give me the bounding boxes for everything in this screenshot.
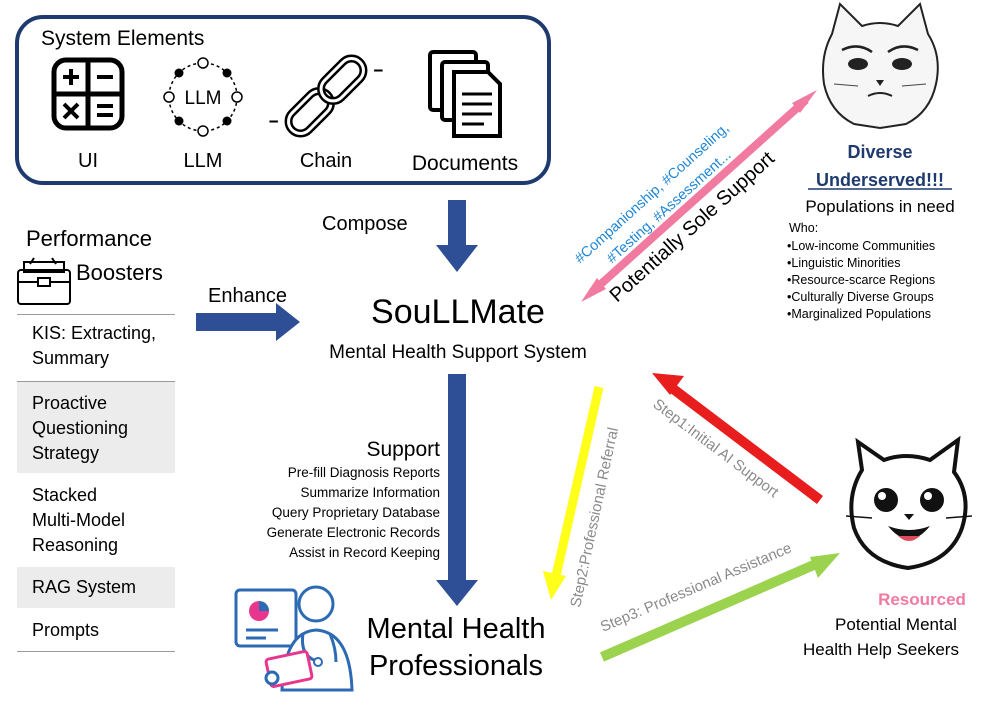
- boosters-title-line1: Performance: [26, 226, 152, 251]
- professionals-line1: Mental Health: [367, 613, 546, 645]
- compose-arrow: [436, 200, 478, 272]
- booster-item-kis: KIS: Extracting, Summary: [17, 321, 175, 371]
- professionals-line2: Professionals: [369, 650, 543, 682]
- booster-line: Questioning: [32, 418, 129, 438]
- system-item-label-ui: UI: [78, 150, 98, 172]
- booster-item-prompts: Prompts: [17, 618, 175, 643]
- booster-line: Stacked: [32, 485, 98, 505]
- underserved-sub: Populations in need: [805, 197, 954, 216]
- grumpy-cat-image: [822, 2, 939, 130]
- booster-line: Reasoning: [32, 535, 119, 555]
- support-item: Summarize Information: [300, 485, 440, 500]
- booster-divider: [17, 314, 175, 315]
- underserved-group: •Marginalized Populations: [787, 307, 931, 321]
- happy-cat-image: [845, 435, 973, 571]
- system-item-label-documents: Documents: [412, 152, 518, 175]
- support-item: Assist in Record Keeping: [289, 545, 440, 560]
- documents-icon: [428, 50, 502, 138]
- booster-line: KIS: Extracting,: [32, 323, 157, 343]
- sole-support-tags-line1: #Companionship, #Counseling,: [572, 120, 732, 267]
- enhance-label: Enhance: [208, 285, 287, 307]
- support-arrow: [436, 374, 478, 606]
- underserved-line1: Diverse: [847, 142, 912, 162]
- boosters-title-line2: Boosters: [76, 260, 163, 285]
- step1-arrow: [652, 373, 824, 504]
- underserved-line2: Underserved!!!: [816, 170, 944, 190]
- booster-divider: [17, 381, 175, 382]
- booster-item-proactive: Proactive Questioning Strategy: [17, 382, 175, 473]
- booster-item-stacked: Stacked Multi-Model Reasoning: [17, 483, 175, 558]
- underserved-group: •Resource-scarce Regions: [787, 273, 935, 287]
- llm-network-icon: LLM: [163, 57, 243, 137]
- system-item-label-llm: LLM: [184, 150, 223, 172]
- booster-line: Summary: [32, 348, 110, 368]
- llm-icon-text: LLM: [185, 88, 222, 109]
- enhance-arrow: [196, 303, 300, 341]
- compose-label: Compose: [322, 213, 408, 235]
- system-elements-frame: [15, 15, 551, 185]
- booster-line: RAG System: [32, 577, 137, 597]
- resourced-line1: Potential Mental: [835, 615, 957, 634]
- toolbox-icon: [17, 257, 71, 305]
- step1-label: Step1:Initial AI Support: [650, 396, 783, 502]
- calculator-icon: [51, 57, 125, 131]
- booster-line: Multi-Model: [32, 510, 126, 530]
- step2-arrow: [543, 386, 604, 600]
- system-item-label-chain: Chain: [300, 150, 352, 172]
- support-item: Generate Electronic Records: [267, 525, 441, 540]
- underserved-group: •Culturally Diverse Groups: [787, 290, 934, 304]
- underserved-who: Who:: [789, 221, 818, 235]
- soullmate-subtitle: Mental Health Support System: [329, 342, 587, 363]
- chain-link-icon: [269, 54, 383, 138]
- underserved-group: •Linguistic Minorities: [787, 256, 900, 270]
- booster-item-rag: RAG System: [17, 567, 175, 608]
- booster-line: Strategy: [32, 443, 100, 463]
- sole-support-label: Potentially Sole Support: [606, 147, 780, 306]
- step3-arrow: [600, 553, 840, 662]
- support-item: Pre-fill Diagnosis Reports: [288, 465, 441, 480]
- booster-line: Proactive: [32, 393, 108, 413]
- resourced-line2: Health Help Seekers: [803, 640, 959, 659]
- support-item: Query Proprietary Database: [272, 505, 440, 520]
- booster-line: Prompts: [32, 620, 100, 640]
- system-elements-title: System Elements: [41, 27, 204, 50]
- booster-divider: [17, 651, 175, 652]
- underserved-group: •Low-income Communities: [787, 239, 935, 253]
- support-title: Support: [366, 438, 440, 461]
- professional-icon: [234, 585, 354, 692]
- resourced-title: Resourced: [878, 590, 966, 609]
- soullmate-title: SouLLMate: [371, 293, 545, 331]
- step2-label: Step2:Professional Referral: [567, 426, 622, 609]
- sole-support-arrow: [581, 90, 817, 302]
